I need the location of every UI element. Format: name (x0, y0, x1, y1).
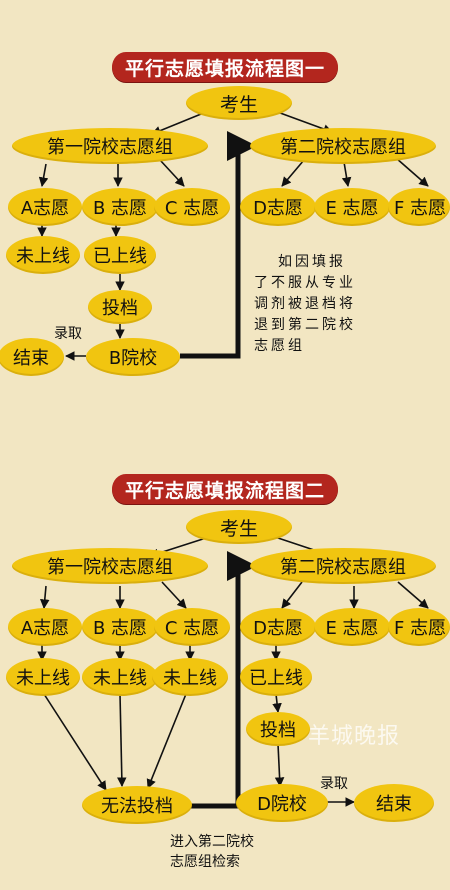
diagram2-choice-a-node: A志愿 (8, 608, 82, 646)
diagram2-choice-f-node: F 志愿 (388, 608, 450, 646)
diagram2-choice-d-node: D志愿 (240, 608, 316, 646)
diagram1-submit-node: 投档 (88, 290, 152, 324)
diagram1-choice-c-node: C 志愿 (154, 188, 230, 226)
diagram2-passed-node: 已上线 (240, 658, 312, 696)
diagram2-end-node: 结束 (354, 784, 434, 822)
diagram2-not-passed-a-node: 未上线 (6, 658, 80, 696)
diagram2-choice-e-node: E 志愿 (314, 608, 390, 646)
diagram2-not-passed-c-node: 未上线 (152, 658, 228, 696)
diagram1-group2-node: 第二院校志愿组 (250, 128, 436, 164)
diagram1-admit-label: 录取 (54, 326, 82, 342)
diagram1-note-line: 调剂被退档将 (254, 296, 356, 312)
diagram2-admit-label: 录取 (320, 776, 348, 792)
diagram1-choice-f-node: F 志愿 (388, 188, 450, 226)
diagram2-arrows (37, 535, 429, 809)
diagram1-title: 平行志愿填报流程图一 (112, 52, 338, 82)
diagram2-note-line: 进入第二院校 (170, 834, 254, 850)
diagram2-choice-c-node: C 志愿 (154, 608, 230, 646)
diagram2-choice-b-node: B 志愿 (82, 608, 158, 646)
diagram2-candidate-node: 考生 (186, 510, 292, 544)
diagram2-group1-node: 第一院校志愿组 (12, 548, 208, 584)
diagram1-note-line: 如因填报 (278, 254, 346, 270)
diagram1-group1-node: 第一院校志愿组 (12, 128, 208, 164)
diagram1-choice-e-node: E 志愿 (314, 188, 390, 226)
diagram2-note: 进入第二院校 志愿组检索 (170, 832, 254, 872)
diagram1-candidate-node: 考生 (186, 86, 292, 120)
diagram2-title: 平行志愿填报流程图二 (112, 474, 338, 504)
diagram1-end-node: 结束 (0, 338, 64, 376)
diagram2-submit-node: 投档 (246, 712, 310, 746)
diagram1-note-line: 退到第二院校 (254, 317, 356, 333)
diagram1-note-line: 志愿组 (254, 338, 305, 354)
diagram1-arrows (37, 109, 429, 361)
diagram1-not-passed-node: 未上线 (6, 236, 80, 274)
newspaper-watermark: 羊城晚报 (308, 724, 401, 749)
diagram1-choice-b-node: B 志愿 (82, 188, 158, 226)
diagram2-not-passed-b-node: 未上线 (82, 658, 158, 696)
diagram1-note: 如因填报 了不服从专业 调剂被退档将 退到第二院校 志愿组 (254, 252, 356, 357)
diagram1-passed-node: 已上线 (84, 236, 156, 274)
diagram1-choice-a-node: A志愿 (8, 188, 82, 226)
diagram2-cannot-submit-node: 无法投档 (82, 786, 192, 824)
diagram2-school-d-node: D院校 (236, 784, 328, 822)
diagram2-group2-node: 第二院校志愿组 (250, 548, 436, 584)
diagram2-note-line: 志愿组检索 (170, 854, 240, 870)
diagram1-choice-d-node: D志愿 (240, 188, 316, 226)
diagram1-school-b-node: B院校 (86, 338, 180, 376)
diagram1-note-line: 了不服从专业 (254, 275, 356, 291)
